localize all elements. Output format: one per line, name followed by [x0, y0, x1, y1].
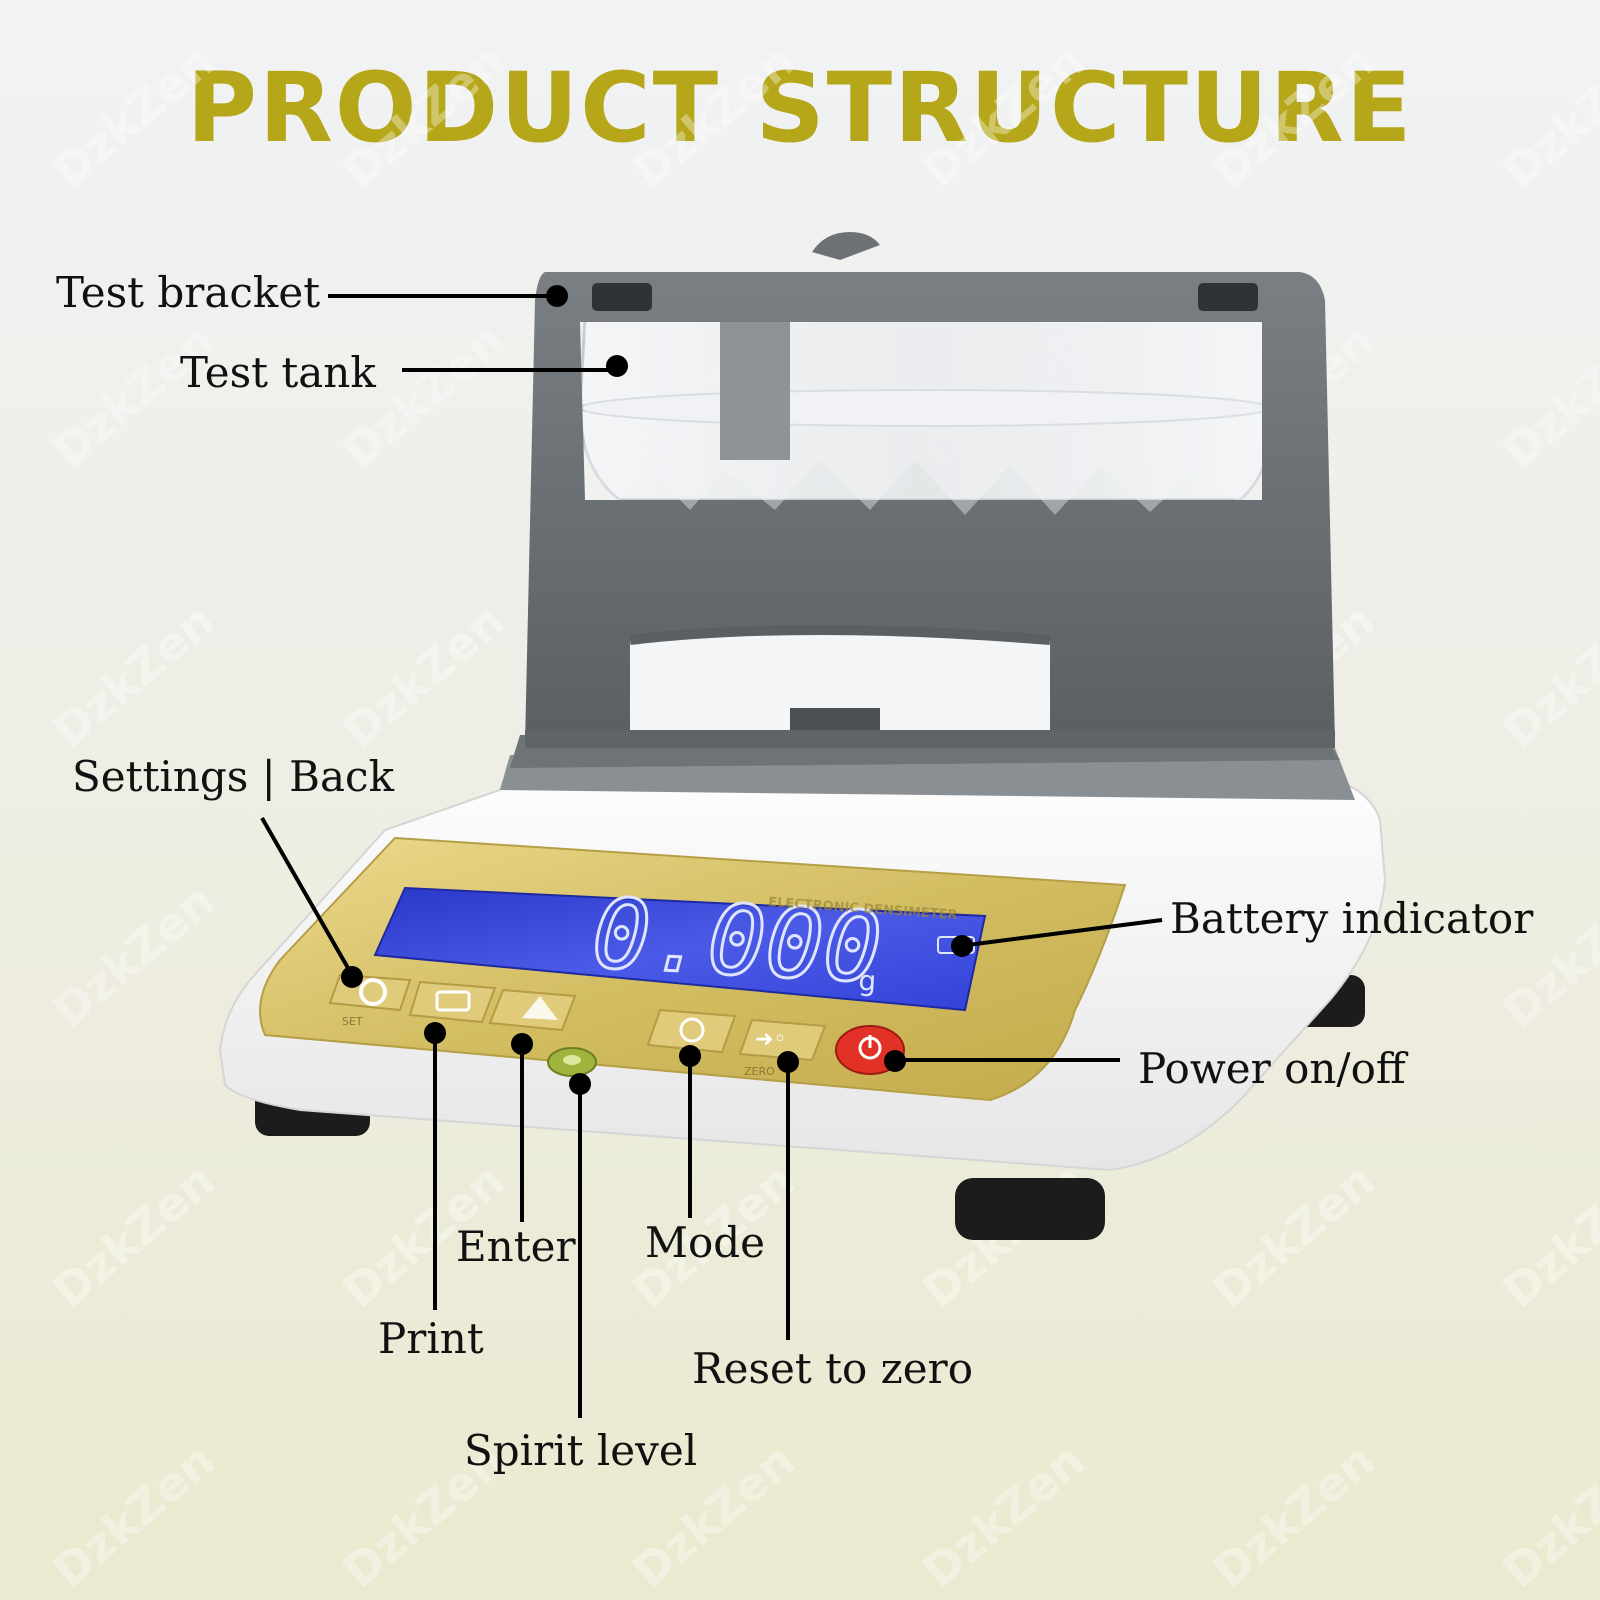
watermark-text: DzkZen: [42, 593, 224, 758]
watermark-text: DzkZen: [1202, 1433, 1384, 1598]
mode-button[interactable]: [646, 1008, 737, 1054]
label-print: Print: [378, 1314, 484, 1363]
watermark-text: DzkZen: [1492, 1153, 1600, 1318]
test-tank: [578, 300, 1273, 502]
zero-arrow-icon: ➜◦: [755, 1027, 786, 1052]
watermark-text: DzkZen: [332, 593, 514, 758]
mode-icon: [679, 1017, 705, 1043]
watermark-text: DzkZen: [912, 33, 1094, 198]
gear-icon: [359, 978, 387, 1006]
watermark-text: DzkZen: [1492, 1433, 1600, 1598]
printer-icon: [435, 990, 471, 1012]
watermark-text: DzkZen: [1202, 1153, 1384, 1318]
page-title: PRODUCT STRUCTURE: [186, 52, 1414, 164]
label-spirit-level: Spirit level: [464, 1426, 698, 1475]
label-enter: Enter: [456, 1222, 576, 1271]
label-reset-zero: Reset to zero: [692, 1344, 973, 1393]
label-power: Power on/off: [1138, 1044, 1406, 1093]
label-battery-indicator: Battery indicator: [1170, 894, 1534, 943]
watermark-text: DzkZen: [622, 33, 804, 198]
spirit-level-bubble: [547, 1047, 597, 1077]
watermark-text: DzkZen: [42, 873, 224, 1038]
callout-dots: [341, 285, 973, 1095]
label-mode: Mode: [645, 1218, 766, 1267]
label-settings-back: Settings | Back: [72, 752, 395, 801]
panel-buttons: SET ➜◦ ZERO: [328, 973, 905, 1078]
set-button-label: SET: [342, 1015, 363, 1028]
test-bracket: [525, 232, 1335, 748]
display-unit: g: [858, 964, 877, 998]
display-reading: 0.000: [590, 877, 884, 1004]
watermark-text: DzkZen: [42, 33, 224, 198]
watermark-text: DzkZen: [1492, 33, 1600, 198]
watermark-text: DzkZen: [912, 1433, 1094, 1598]
zero-button[interactable]: ➜◦ ZERO: [738, 1018, 827, 1078]
lcd-display: 0.000 g ELECTRONIC DENSIMETER: [373, 876, 987, 1012]
zero-button-label: ZERO: [744, 1065, 775, 1078]
watermark-text: DzkZen: [42, 1433, 224, 1598]
watermark-text: DzkZen: [1492, 313, 1600, 478]
label-test-bracket: Test bracket: [56, 268, 321, 317]
print-button[interactable]: [408, 980, 497, 1024]
enter-button[interactable]: [488, 988, 577, 1032]
callout-lines: [260, 294, 1163, 1418]
watermark-text: DzkZen: [1492, 593, 1600, 758]
watermark-text: DzkZen: [332, 33, 514, 198]
enter-icon: [522, 996, 558, 1020]
label-test-tank: Test tank: [180, 348, 376, 397]
watermark-text: DzkZen: [1202, 33, 1384, 198]
watermark-text: DzkZen: [42, 1153, 224, 1318]
